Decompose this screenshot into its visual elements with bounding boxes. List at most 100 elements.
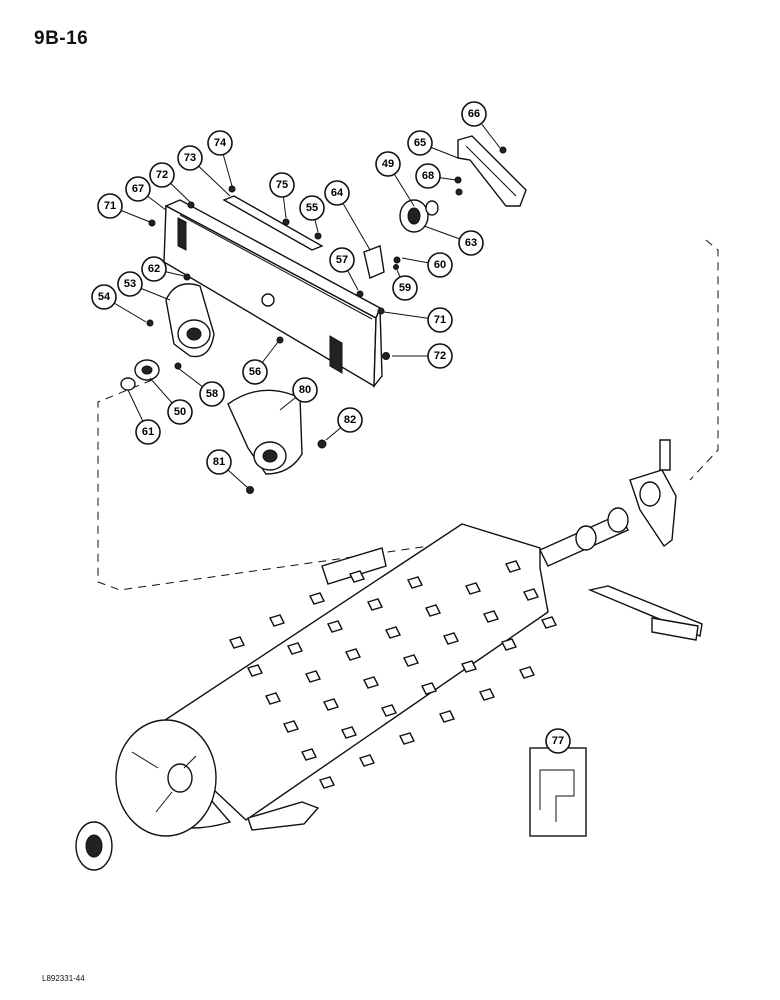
tine (319, 776, 335, 789)
callout-number: 72 (434, 350, 446, 362)
tine (359, 754, 375, 767)
tine (465, 582, 481, 595)
tine (385, 626, 401, 639)
tine (301, 748, 317, 761)
tine (483, 610, 499, 623)
callout-number: 57 (336, 254, 348, 266)
tine (283, 720, 299, 733)
figure-code: L892331-44 (42, 974, 85, 983)
callout-56: 56 (242, 359, 268, 385)
callout-65: 65 (407, 130, 433, 156)
callout-number: 50 (174, 406, 186, 418)
tine (461, 660, 477, 673)
callout-number: 49 (382, 158, 394, 170)
tine (323, 698, 339, 711)
tine (367, 598, 383, 611)
callout-60: 60 (427, 252, 453, 278)
tine (407, 576, 423, 589)
tine (399, 732, 415, 745)
callout-81: 81 (206, 449, 232, 475)
callout-58: 58 (199, 381, 225, 407)
tine (349, 570, 365, 583)
callout-number: 73 (184, 152, 196, 164)
callout-number: 72 (156, 169, 168, 181)
tine (287, 642, 303, 655)
callout-72: 72 (427, 343, 453, 369)
drive-sprocket (399, 199, 439, 233)
hardware-small-parts (146, 146, 507, 494)
callout-72: 72 (149, 162, 175, 188)
tine (439, 710, 455, 723)
tine (425, 604, 441, 617)
callout-number: 63 (465, 237, 477, 249)
callout-number: 81 (213, 456, 225, 468)
callout-71: 71 (427, 307, 453, 333)
callout-number: 55 (306, 202, 318, 214)
callout-number: 60 (434, 259, 446, 271)
tine (541, 616, 557, 629)
page-number: 9B-16 (34, 28, 89, 49)
callout-74: 74 (207, 130, 233, 156)
upper-bracket (321, 547, 387, 585)
callout-number: 54 (98, 291, 111, 303)
tine (505, 560, 521, 573)
bracket-64 (363, 245, 385, 279)
mounting-bracket (457, 135, 527, 207)
callout-63: 63 (458, 230, 484, 256)
callout-57: 57 (329, 247, 355, 273)
callout-number: 56 (249, 366, 261, 378)
callout-number: 82 (344, 414, 356, 426)
callout-73: 73 (177, 145, 203, 171)
tine (479, 688, 495, 701)
rotor-drum (115, 523, 549, 837)
tine (523, 588, 539, 601)
callout-number: 71 (104, 200, 116, 212)
callout-67: 67 (125, 176, 151, 202)
tine (229, 636, 245, 649)
callout-49: 49 (375, 151, 401, 177)
callout-number: 71 (434, 314, 446, 326)
lower-bracket (247, 801, 320, 831)
callout-number: 65 (414, 137, 426, 149)
callout-54: 54 (91, 284, 117, 310)
bearing-housing-80 (227, 389, 303, 475)
callout-number: 74 (214, 137, 227, 149)
decal-panel (529, 747, 587, 837)
tine (309, 592, 325, 605)
tine (381, 704, 397, 717)
callout-number: 80 (299, 384, 311, 396)
callout-number: 53 (124, 278, 136, 290)
callout-number: 61 (142, 426, 154, 438)
callout-53: 53 (117, 271, 143, 297)
tine (269, 614, 285, 627)
callout-80: 80 (292, 377, 318, 403)
assembly-dashed-line (97, 239, 719, 591)
callout-64: 64 (324, 180, 350, 206)
callout-61: 61 (135, 419, 161, 445)
tine (443, 632, 459, 645)
tine (247, 664, 263, 677)
tine (327, 620, 343, 633)
callout-59: 59 (392, 275, 418, 301)
rotor-strap-lower (651, 617, 699, 641)
callout-77: 77 (545, 728, 571, 754)
callout-number: 59 (399, 282, 411, 294)
callout-number: 58 (206, 388, 218, 400)
support-beam (163, 199, 383, 389)
callout-number: 62 (148, 263, 160, 275)
callout-number: 68 (422, 170, 434, 182)
bearing-50 (120, 359, 160, 391)
flange-hub (75, 821, 113, 871)
rotor-shaft (539, 507, 629, 567)
callout-55: 55 (299, 195, 325, 221)
tine (305, 670, 321, 683)
drive-hub (629, 439, 677, 548)
callout-82: 82 (337, 407, 363, 433)
callout-number: 75 (276, 179, 288, 191)
callout-68: 68 (415, 163, 441, 189)
tine (265, 692, 281, 705)
callout-number: 67 (132, 183, 144, 195)
callout-71: 71 (97, 193, 123, 219)
